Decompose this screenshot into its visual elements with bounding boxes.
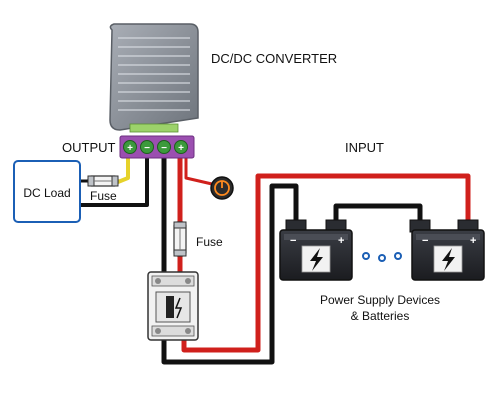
input-positive-wire-c <box>181 173 471 353</box>
converter-label: DC/DC CONVERTER <box>211 51 338 66</box>
svg-text:+: + <box>470 235 476 247</box>
converter-fins <box>118 37 190 111</box>
svg-text:−: − <box>290 235 296 247</box>
terminal-screws <box>123 140 188 154</box>
wires <box>79 145 471 365</box>
terminal-label: + <box>178 143 184 154</box>
dc-load-label: DC Load <box>23 186 71 200</box>
power-switch <box>210 176 234 200</box>
svg-text:+: + <box>338 235 344 247</box>
output-label: OUTPUT <box>62 140 116 155</box>
power-supply-label: Power Supply Devices & Batteries <box>310 292 450 324</box>
converter-label-strip <box>129 123 179 133</box>
dcdc-converter: + − − + <box>109 23 199 159</box>
battery-1: − + <box>279 219 353 281</box>
svg-text:−: − <box>422 235 428 247</box>
converter-icon <box>109 23 199 131</box>
input-fuse <box>173 221 187 257</box>
output-fuse <box>87 175 119 187</box>
output-negative-wire <box>79 146 149 207</box>
power-supply-label-line1: Power Supply Devices <box>319 293 441 307</box>
terminal-label: − <box>144 143 150 154</box>
battery-link-wire <box>333 203 423 225</box>
dc-load-box: DC Load <box>13 160 81 223</box>
circuit-breaker <box>147 271 199 341</box>
terminal-label: − <box>161 143 167 154</box>
input-label: INPUT <box>345 140 384 155</box>
battery-2: − + <box>409 219 485 281</box>
input-fuse-label: Fuse <box>196 235 223 249</box>
output-fuse-label: Fuse <box>90 189 117 203</box>
terminal-label: + <box>127 143 133 154</box>
battery-ellipsis <box>362 252 402 262</box>
power-supply-label-line2: & Batteries <box>350 309 410 323</box>
lightning-icon <box>310 248 323 271</box>
input-negative-wire-b <box>161 183 299 365</box>
lightning-icon <box>442 248 455 271</box>
